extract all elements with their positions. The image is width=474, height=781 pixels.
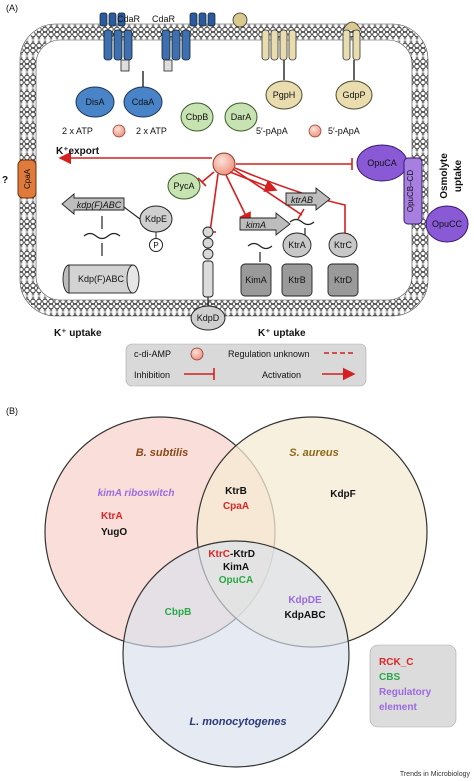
venn-diagram (44, 416, 428, 768)
venn-set-l-monocytogenes (122, 540, 350, 768)
disa-label: DisA (85, 97, 104, 107)
key-regulatory: Regulatory (379, 687, 432, 698)
key-element: element (379, 702, 417, 713)
gdpp-label: GdpP (342, 90, 365, 100)
ktrb-transporter (281, 263, 313, 297)
ktra-label: KtrA (288, 240, 306, 250)
bs-sa-cpaa: CpaA (223, 501, 249, 512)
disa-enzyme (75, 86, 115, 118)
ktrd-label: KtrD (334, 275, 353, 285)
cdiamp-small-left (112, 124, 126, 138)
sa-lm-kdpabc: KdpABC (284, 610, 325, 621)
ktrc-label: KtrC (334, 240, 353, 250)
cdar-label-right: CdaR (152, 14, 176, 24)
cdaa-label: CdaA (132, 97, 155, 107)
cpaa-label: CpaA (23, 168, 32, 189)
pyca-protein (167, 172, 201, 200)
cdar-receptor-right (161, 12, 216, 72)
phosphate-circle (149, 238, 163, 252)
legend-unknown: Regulation unknown (228, 349, 310, 359)
dara-label: DarA (231, 112, 252, 122)
key-rck-c: RCK_C (379, 657, 413, 668)
pgph-enzyme (265, 80, 303, 110)
papa-right: 5′-pApA (328, 126, 360, 136)
cbpb-label: CbpB (186, 112, 209, 122)
regulation-arrows (58, 151, 353, 236)
k-export-label: K⁺export (56, 146, 100, 157)
ktrab-gene-label: ktrAB (291, 195, 313, 205)
pde-membrane-right (342, 21, 362, 80)
ktrb-label: KtrB (288, 275, 306, 285)
ktrab-gene-arrow (285, 187, 331, 211)
set-label-bs: B. subtilis (136, 447, 189, 459)
opucb-cd-transporter (403, 157, 423, 225)
ktra-protein (282, 232, 312, 258)
gdpp-enzyme (335, 80, 373, 110)
kdpd-sensor (190, 226, 226, 331)
sa-lm-kdpde: KdpDE (288, 595, 322, 606)
center-opuca: OpuCA (219, 575, 253, 586)
kdpfabc-transporter (62, 264, 140, 294)
opucc-protein (425, 205, 469, 243)
legend-activation: Activation (262, 370, 301, 380)
opuca-label: OpuCA (367, 158, 397, 168)
kdpfabc-label: Kdp(F)ABC (78, 274, 125, 284)
cdar-receptor-left (99, 12, 133, 72)
atp-right: 2 x ATP (136, 126, 167, 136)
sa-kdpf: KdpF (330, 489, 356, 500)
opucc-label: OpuCC (432, 219, 463, 229)
opucb-cd-label: OpuCB–CD (406, 170, 415, 212)
bs-yugo: YugO (101, 527, 127, 538)
legend-cdiamp: c-di-AMP (134, 349, 171, 359)
kima-gene-arrow (239, 212, 291, 236)
kima-label: KimA (245, 275, 267, 285)
cdar-label-left: CdaR (117, 14, 141, 24)
center-ktrc: KtrC (208, 549, 230, 560)
center-ktrd: -KtrD (230, 549, 255, 560)
cpaa-transporter (17, 159, 37, 199)
kima-transporter (240, 263, 272, 297)
kdpe-label: KdpE (145, 214, 167, 224)
bs-sa-ktrb: KtrB (225, 486, 247, 497)
ktrd-transporter (327, 263, 359, 297)
kima-gene-label: kimA (246, 220, 266, 230)
panel-b-label: (B) (6, 406, 18, 416)
ktrc-protein (328, 232, 358, 258)
legend-box (125, 343, 367, 387)
center-kima: KimA (223, 562, 249, 573)
k-uptake-left: K⁺ uptake (54, 328, 102, 339)
legend-inhibition: Inhibition (134, 370, 170, 380)
cdiamp-small-right (308, 124, 322, 138)
pyca-label: PycA (173, 181, 194, 191)
cbpb-protein (180, 102, 214, 132)
pgph-label: PgpH (273, 90, 296, 100)
question-mark: ? (2, 175, 8, 186)
kima-riboswitch: kimA riboswitch (98, 488, 175, 499)
kdp-gene-arrow (61, 193, 125, 215)
k-uptake-right: K⁺ uptake (258, 328, 306, 339)
set-label-lm: L. monocytogenes (189, 716, 286, 728)
kdp-gene-label: kdp(F)ABC (77, 200, 122, 210)
pde-membrane-left (232, 12, 297, 80)
set-label-sa: S. aureus (289, 447, 339, 459)
key-cbs: CBS (379, 672, 400, 683)
atp-left: 2 x ATP (62, 126, 93, 136)
osmolyte-label: Osmolyte (439, 153, 450, 199)
venn-key-box (369, 644, 457, 728)
dara-protein (224, 102, 258, 132)
uptake-label: uptake (453, 159, 464, 192)
papa-left: 5′-pApA (256, 126, 288, 136)
bs-lm-cbpb: CbpB (165, 607, 192, 618)
cdiamp-center (212, 152, 236, 176)
bs-ktra: KtrA (101, 511, 123, 522)
journal-credit: Trends in Microbiology (400, 771, 471, 778)
kdpd-label: KdpD (197, 313, 220, 323)
panel-a-label: (A) (6, 3, 18, 13)
phosphate-label: P (153, 241, 158, 250)
